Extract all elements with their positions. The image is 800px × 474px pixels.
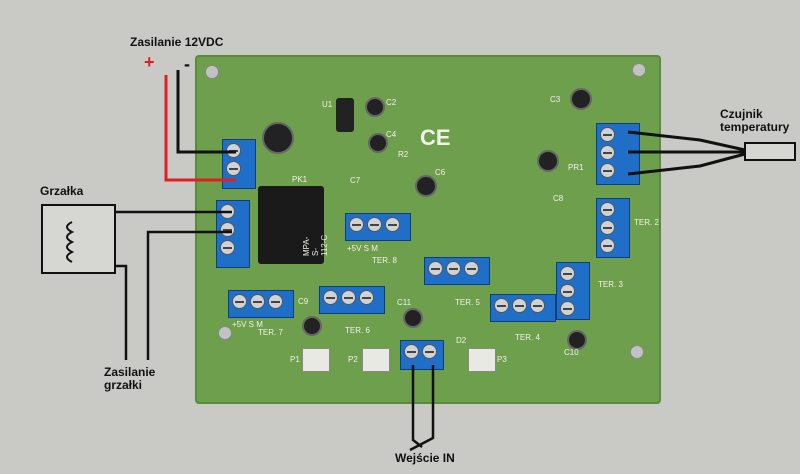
capacitor xyxy=(415,175,437,197)
heater-label: Grzałka xyxy=(40,184,84,198)
power-terminal xyxy=(222,139,256,189)
button-p2[interactable] xyxy=(362,348,390,372)
plus-label: + xyxy=(144,52,155,72)
component-label: C9 xyxy=(298,297,309,306)
component-label: C11 xyxy=(397,298,412,307)
button-p1[interactable] xyxy=(302,348,330,372)
capacitor xyxy=(567,330,587,350)
mount-hole xyxy=(218,326,232,340)
terminal-ter2 xyxy=(596,198,630,258)
regulator-u1 xyxy=(336,98,354,132)
plus-wire xyxy=(164,75,236,182)
capacitor xyxy=(302,316,322,336)
component-label: C8 xyxy=(553,194,564,203)
capacitor xyxy=(368,133,388,153)
mount-hole xyxy=(632,63,646,77)
component-label: C2 xyxy=(386,98,397,107)
terminal-ter5 xyxy=(424,257,490,285)
component-label: C7 xyxy=(350,176,361,185)
component-label: C10 xyxy=(564,348,579,357)
minus-label: - xyxy=(184,54,190,74)
relay: MPA-S-112-C xyxy=(258,186,329,264)
capacitor xyxy=(537,150,559,172)
component-label: D2 xyxy=(456,336,467,345)
component-label: PR1 xyxy=(568,163,584,172)
button-p3[interactable] xyxy=(468,348,496,372)
heater-coil-icon xyxy=(66,221,75,263)
terminal-ter3 xyxy=(556,262,590,320)
minus-wire xyxy=(176,70,236,154)
terminal-ter4 xyxy=(490,294,556,322)
mount-hole xyxy=(205,65,219,79)
component-label: C4 xyxy=(386,130,397,139)
capacitor xyxy=(262,122,294,154)
input-label: Wejście IN xyxy=(395,451,455,465)
capacitor xyxy=(365,97,385,117)
mount-hole xyxy=(630,345,644,359)
temperature-sensor xyxy=(744,142,796,161)
capacitor xyxy=(403,308,423,328)
heater-box xyxy=(41,204,116,274)
capacitor xyxy=(570,88,592,110)
component-label: R2 xyxy=(398,150,409,159)
terminal-ter7 xyxy=(228,290,294,318)
terminal-ter8 xyxy=(345,213,411,241)
component-label: U1 xyxy=(322,100,333,109)
component-label: PK1 xyxy=(292,175,308,184)
power-label: Zasilanie 12VDC xyxy=(130,35,224,49)
input-terminal xyxy=(400,340,444,370)
component-label: C3 xyxy=(550,95,561,104)
terminal-ter6 xyxy=(319,286,385,314)
ce-mark: CE xyxy=(420,125,451,150)
component-label: C6 xyxy=(435,168,446,177)
